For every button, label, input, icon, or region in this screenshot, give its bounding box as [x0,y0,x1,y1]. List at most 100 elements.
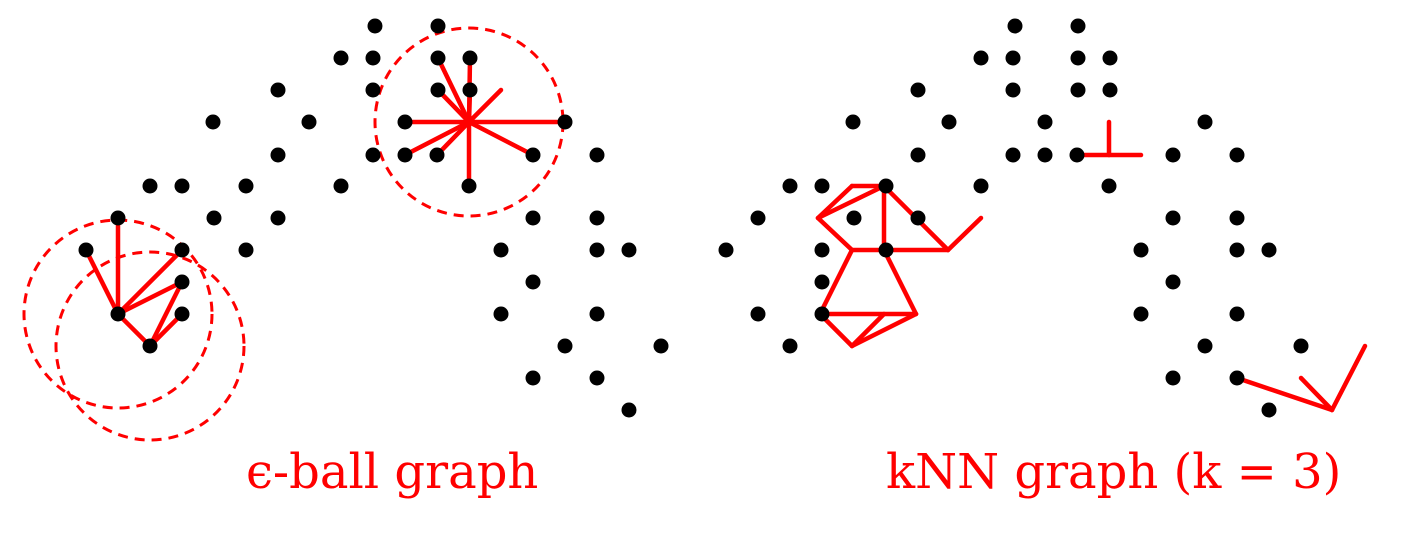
epsilon-node [589,306,605,322]
epsilon-node [462,82,478,98]
epsilon-node [142,178,158,194]
knn-node [1007,18,1023,34]
knn-edge [849,311,919,349]
knn-node [782,178,798,194]
knn-node [750,210,766,226]
epsilon-node [270,210,286,226]
knn-node [845,114,861,130]
epsilon-node [365,50,381,66]
knn-edge [815,183,887,221]
knn-node [973,178,989,194]
epsilon-node [589,147,605,163]
knn-node [1102,82,1118,98]
epsilon-node [589,210,605,226]
knn-node [1197,338,1213,354]
epsilon-edge [435,55,472,125]
epsilon-edge [83,247,121,317]
epsilon-node [110,306,126,322]
knn-node [1133,242,1149,258]
epsilon-node [493,242,509,258]
knn-node [1165,147,1181,163]
epsilon-node [301,114,317,130]
knn-node [1229,147,1245,163]
knn-node [1070,82,1086,98]
epsilon-edge [115,311,153,349]
epsilon-edge [402,119,472,158]
knn-node [1037,147,1053,163]
epsilon-node [397,147,413,163]
knn-edge [881,247,919,317]
knn-node [910,147,926,163]
knn-node [1102,50,1118,66]
knn-node [941,114,957,130]
knn-node [1197,114,1213,130]
epsilon-node [174,274,190,290]
knn-node [1037,114,1053,130]
epsilon-node [461,178,477,194]
epsilon-node [397,114,413,130]
knn-node [1229,210,1245,226]
epsilon-node [333,50,349,66]
knn-node [1005,147,1021,163]
epsilon-node [589,370,605,386]
knn-node [1165,274,1181,290]
knn-node [718,242,734,258]
knn-node [910,210,926,226]
epsilon-node [238,242,254,258]
knn-edge [1234,375,1335,413]
knn-node [814,274,830,290]
knn-node [1293,338,1309,354]
epsilon-edge [434,119,472,158]
epsilon-edge [466,119,536,158]
knn-node [1165,370,1181,386]
knn-node [1070,18,1086,34]
epsilon-node [557,338,573,354]
epsilon-node [525,210,541,226]
knn-edge [1329,343,1368,413]
epsilon-node [430,18,446,34]
epsilon-node [429,147,445,163]
epsilon-edge [466,87,504,125]
epsilon-node [430,50,446,66]
epsilon-node [238,178,254,194]
epsilon-node [142,338,158,354]
knn-node [1005,82,1021,98]
epsilon-node [206,210,222,226]
epsilon-ball-caption: ϵ-ball graph [246,444,539,500]
knn-node [1261,402,1277,418]
knn-node [1133,306,1149,322]
knn-node [1229,370,1245,386]
epsilon-edge [147,279,185,349]
epsilon-node [78,242,94,258]
knn-edge [849,311,887,349]
epsilon-node [270,82,286,98]
knn-node [1229,306,1245,322]
epsilon-node [557,114,573,130]
epsilon-node [333,178,349,194]
knn-node [782,338,798,354]
knn-node [1005,50,1021,66]
epsilon-node [493,306,509,322]
epsilon-node [589,242,605,258]
knn-edge [815,215,855,253]
knn-node [973,50,989,66]
knn-node [750,306,766,322]
epsilon-node [430,82,446,98]
knn-node [878,178,894,194]
knn-caption: kNN graph (k = 3) [886,444,1342,500]
knn-node [1229,242,1245,258]
epsilon-node [174,178,190,194]
knn-node [1165,210,1181,226]
epsilon-radius-circle [54,250,246,442]
epsilon-node [205,114,221,130]
epsilon-node [621,402,637,418]
epsilon-edge [147,311,185,349]
knn-node [1101,178,1117,194]
knn-node [878,242,894,258]
epsilon-node [621,242,637,258]
epsilon-node [525,147,541,163]
knn-node [1069,147,1085,163]
epsilon-node [270,147,286,163]
